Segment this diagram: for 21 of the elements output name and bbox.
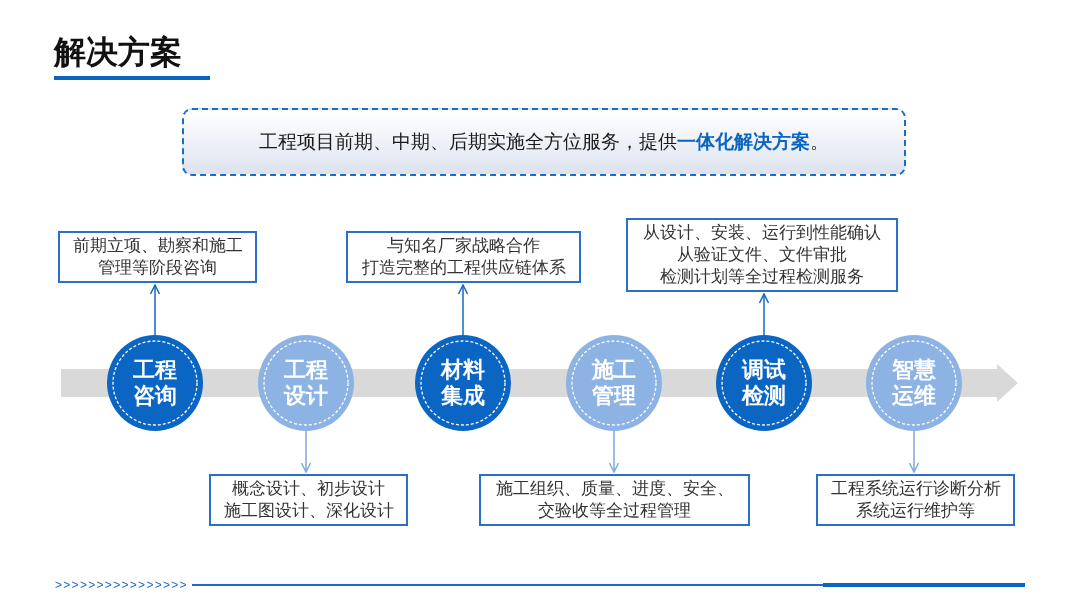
arrow: [608, 430, 620, 473]
arrow: [908, 430, 920, 473]
chevron-text: >>>>>>>>>>>>>>>>: [55, 578, 188, 592]
arrow: [149, 284, 161, 336]
description-box: 前期立项、勘察和施工管理等阶段咨询: [58, 231, 257, 283]
stage-circle: 工程咨询: [107, 335, 203, 431]
description-box: 从设计、安装、运行到性能确认从验证文件、文件审批检测计划等全过程检测服务: [626, 218, 898, 292]
stage-circle: 调试检测: [716, 335, 812, 431]
description-box: 与知名厂家战略合作打造完整的工程供应链体系: [346, 231, 581, 283]
arrow: [457, 284, 469, 336]
description-box: 概念设计、初步设计施工图设计、深化设计: [209, 474, 408, 526]
summary-box: 工程项目前期、中期、后期实施全方位服务，提供一体化解决方案。: [182, 108, 906, 176]
arrow: [300, 430, 312, 473]
description-box: 施工组织、质量、进度、安全、交验收等全过程管理: [479, 474, 750, 526]
description-box: 工程系统运行诊断分析系统运行维护等: [816, 474, 1015, 526]
stage-circle: 工程设计: [258, 335, 354, 431]
stage-circle: 施工管理: [566, 335, 662, 431]
stage-circle: 材料集成: [415, 335, 511, 431]
stage-circle: 智慧运维: [866, 335, 962, 431]
arrow: [758, 293, 770, 336]
page-title: 解决方案: [54, 33, 182, 72]
